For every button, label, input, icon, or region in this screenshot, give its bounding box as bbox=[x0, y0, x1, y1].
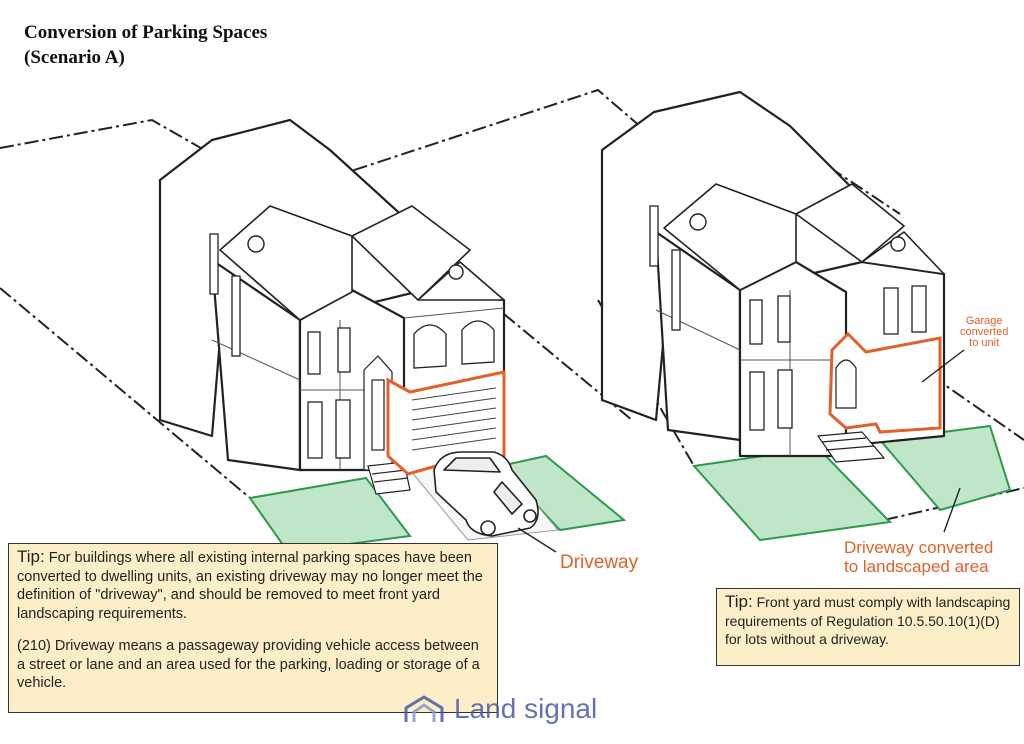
driveway-callout: Driveway bbox=[560, 552, 639, 573]
right-garage-converted bbox=[828, 331, 942, 434]
tip-box-left: Tip: For buildings where all existing in… bbox=[8, 543, 498, 713]
tip-right-body: Front yard must comply with landscaping … bbox=[725, 594, 1011, 647]
title-line-1: Conversion of Parking Spaces bbox=[24, 22, 268, 43]
left-roof-gable bbox=[351, 205, 471, 301]
lot-line-shared bbox=[329, 88, 643, 179]
left-garage bbox=[386, 370, 506, 476]
right-converted-driveway-landscape bbox=[878, 424, 1012, 512]
tip-left-body: For buildings where all existing interna… bbox=[17, 550, 483, 622]
driveway-converted-leader-line bbox=[943, 487, 961, 533]
driveway-definition: (210) Driveway means a passageway provid… bbox=[17, 638, 480, 691]
tip-right-text: Tip: Front yard must comply with landsca… bbox=[725, 592, 1011, 649]
left-roof-hip bbox=[219, 205, 353, 321]
driveway-converted-callout: Driveway converted to landscaped area bbox=[844, 538, 994, 576]
tip-right-label: Tip: bbox=[725, 592, 753, 611]
house-logo-icon bbox=[404, 695, 444, 722]
right-lot bbox=[597, 90, 1024, 542]
garage-converted-callout: Garage converted to unit bbox=[960, 315, 1009, 349]
left-front-yard-landscape bbox=[248, 476, 412, 554]
watermark: Land signal bbox=[402, 693, 597, 725]
tip-box-right: Tip: Front yard must comply with landsca… bbox=[716, 588, 1020, 666]
tip-left-label: Tip: bbox=[17, 547, 45, 566]
left-lot-line-side bbox=[0, 287, 251, 499]
garage-leader-line bbox=[921, 349, 965, 383]
watermark-text: Land signal bbox=[454, 693, 598, 724]
car-icon bbox=[433, 451, 539, 537]
tip-left-text: Tip: For buildings where all existing in… bbox=[17, 547, 489, 623]
right-front-yard-landscape bbox=[692, 446, 893, 542]
title-line-2: (Scenario A) bbox=[24, 47, 125, 68]
left-lot bbox=[0, 88, 643, 554]
diagram-title: Conversion of Parking Spaces (Scenario A… bbox=[24, 20, 267, 70]
driveway-leader-line bbox=[517, 527, 557, 553]
